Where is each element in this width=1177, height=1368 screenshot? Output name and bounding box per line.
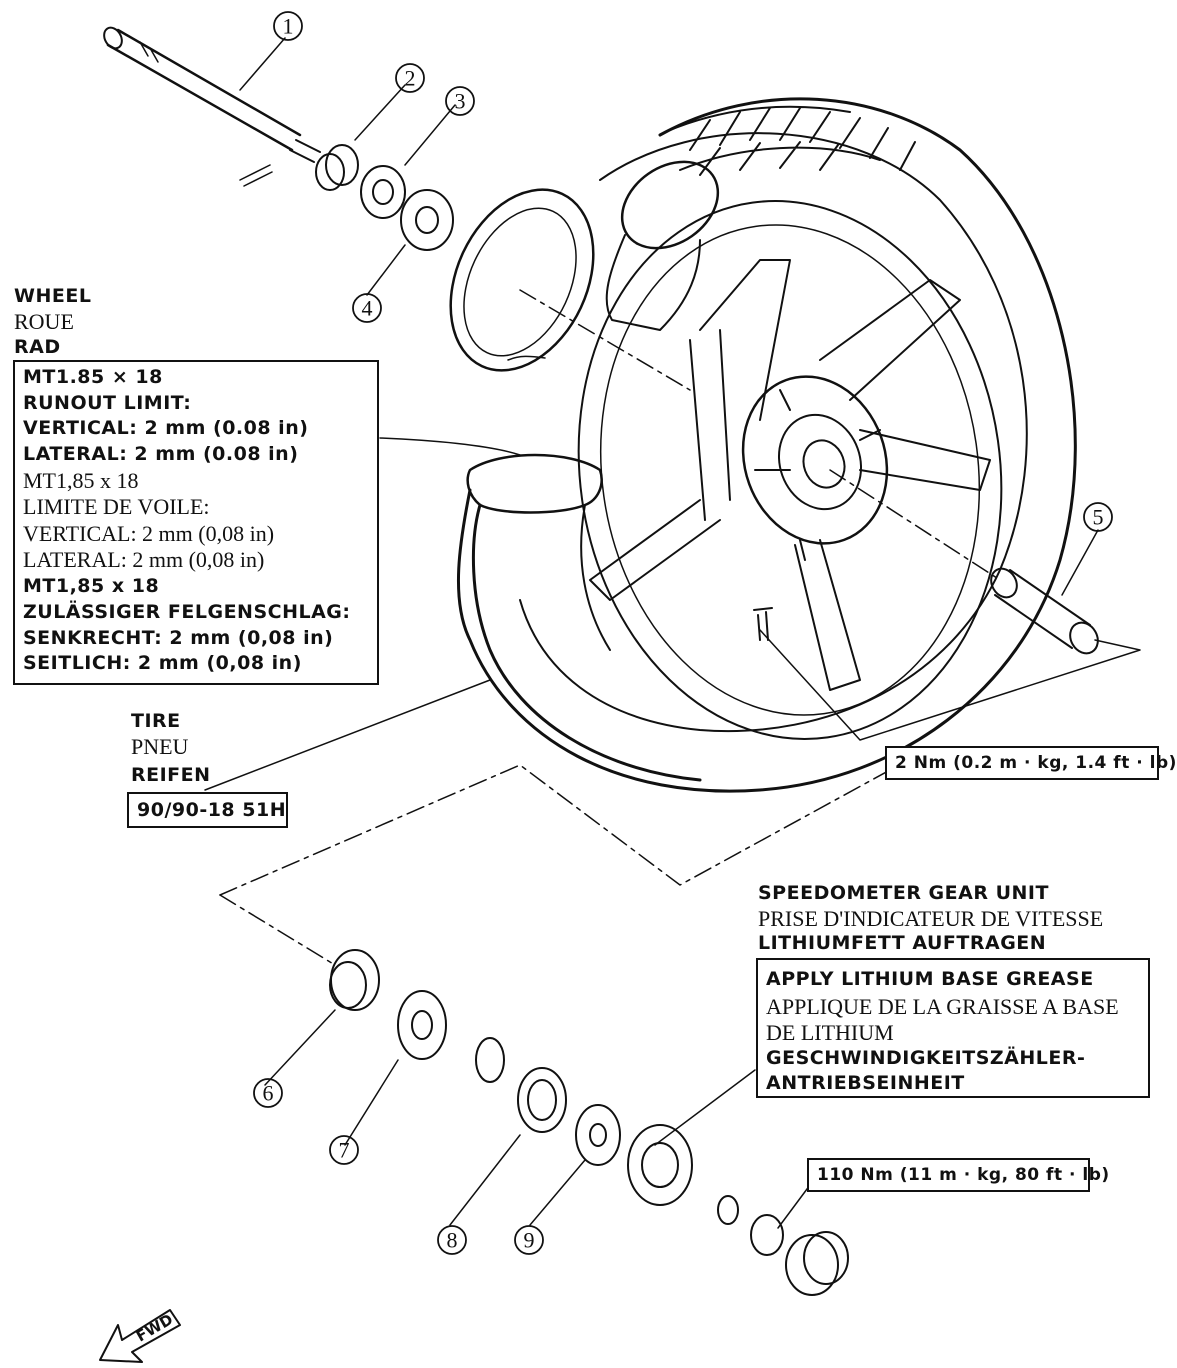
callout-9: 9	[524, 1228, 535, 1253]
grease-line: GESCHWINDIGKEITSZÄHLER-	[766, 1047, 1086, 1069]
grease-line: DE LITHIUM	[766, 1020, 894, 1045]
wheel-spec-line: MT1,85 x 18	[23, 575, 160, 597]
speedometer-label-de: LITHIUMFETT AUFTRAGEN	[758, 932, 1047, 954]
wheel-spec-line: VERTICAL: 2 mm (0.08 in)	[23, 417, 309, 439]
callout-6: 6	[263, 1081, 274, 1106]
callout-2: 2	[405, 66, 416, 91]
callout-5: 5	[1093, 505, 1104, 530]
grease-line: APPLY LITHIUM BASE GREASE	[766, 968, 1094, 990]
wheel-label-en: WHEEL	[14, 285, 92, 307]
wheel-rim-drawing	[577, 200, 1003, 740]
callout-4: 4	[362, 296, 373, 321]
wheel-spec-line: LIMITE DE VOILE:	[23, 494, 210, 519]
fwd-arrow: FWD	[99, 1309, 181, 1363]
axle-nut-torque: 110 Nm (11 m · kg, 80 ft · lb)	[817, 1165, 1110, 1185]
callout-3: 3	[455, 89, 466, 114]
wheel-spec-line: SEITLICH: 2 mm (0,08 in)	[23, 652, 302, 674]
tire-label-fr: PNEU	[131, 734, 189, 759]
callout-markers	[253, 11, 1113, 1255]
right-hub-parts	[329, 949, 849, 1296]
wheel-label-de: RAD	[14, 336, 61, 358]
brake-disc-drawing	[449, 188, 595, 372]
callout-1: 1	[283, 14, 294, 39]
wheel-spec-box: MT1.85 × 18 RUNOUT LIMIT: VERTICAL: 2 mm…	[13, 360, 379, 685]
wheel-spec-line: ZULÄSSIGER FELGENSCHLAG:	[23, 601, 351, 623]
spacer-drawing	[990, 567, 1099, 655]
wheel-spec-line: SENKRECHT: 2 mm (0,08 in)	[23, 627, 334, 649]
valve-torque-box: 2 Nm (0.2 m · kg, 1.4 ft · lb)	[885, 746, 1176, 780]
callout-7: 7	[339, 1138, 350, 1163]
speedometer-label-fr: PRISE D'INDICATEUR DE VITESSE	[758, 906, 1104, 931]
wheel-spec-line: MT1,85 x 18	[23, 468, 139, 493]
phantom-lines	[219, 289, 1001, 966]
leader-lines	[204, 37, 1141, 1229]
wheel-label-fr: ROUE	[14, 309, 74, 334]
grease-line: APPLIQUE DE LA GRAISSE A BASE	[766, 994, 1119, 1019]
axle-nut-torque-box: 110 Nm (11 m · kg, 80 ft · lb)	[807, 1158, 1109, 1192]
tire-size-box: 90/90-18 51H	[127, 792, 288, 828]
callout-8: 8	[447, 1228, 458, 1253]
wheel-spec-line: MT1.85 × 18	[23, 366, 163, 388]
tire-drawing	[457, 97, 1077, 793]
grease-line: ANTRIEBSEINHEIT	[766, 1072, 965, 1094]
wheel-spec-line: RUNOUT LIMIT:	[23, 392, 192, 414]
wheel-spec-line: LATERAL: 2 mm (0.08 in)	[23, 443, 299, 465]
tire-label-en: TIRE	[131, 710, 181, 732]
tire-size: 90/90-18 51H	[137, 799, 287, 821]
left-hub-parts	[315, 144, 454, 251]
wheel-spec-line: LATERAL: 2 mm (0,08 in)	[23, 547, 265, 572]
wheel-spec-line: VERTICAL: 2 mm (0,08 in)	[23, 521, 275, 546]
speedometer-label-en: SPEEDOMETER GEAR UNIT	[758, 882, 1049, 904]
axle-drawing	[103, 26, 321, 187]
grease-box: APPLY LITHIUM BASE GREASE APPLIQUE DE LA…	[756, 958, 1150, 1098]
tire-label-de: REIFEN	[131, 764, 211, 786]
valve-torque: 2 Nm (0.2 m · kg, 1.4 ft · lb)	[895, 753, 1177, 773]
